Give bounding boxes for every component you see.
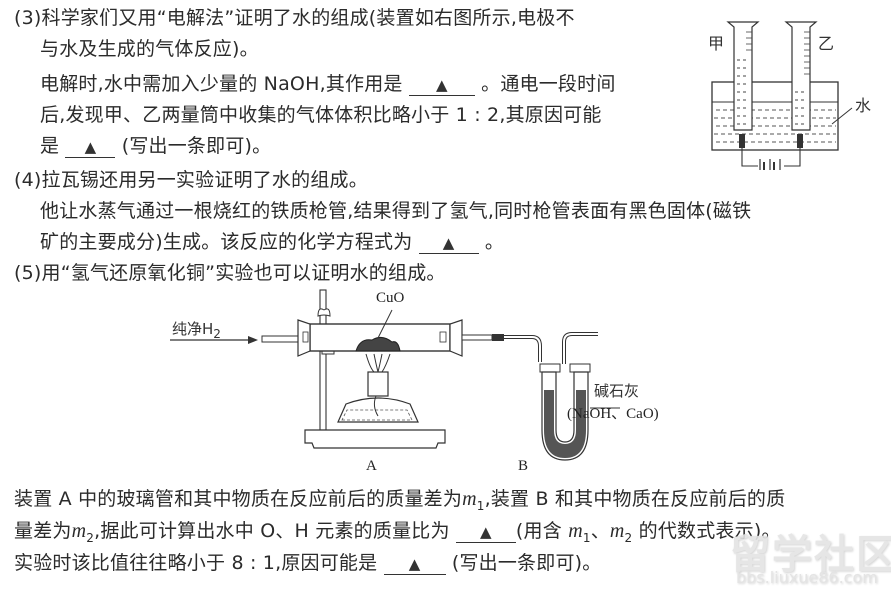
triangle-marker-icon: ▲ bbox=[408, 555, 421, 573]
q3-line-2: 与水及生成的气体反应)。 bbox=[40, 38, 259, 60]
var-m1-sub: 1 bbox=[476, 498, 485, 513]
triangle-marker-icon: ▲ bbox=[442, 234, 455, 252]
q5-para-2-text-c: (用含 bbox=[515, 520, 562, 542]
triangle-marker-icon: ▲ bbox=[84, 138, 97, 156]
q5-para-3-text-b: (写出一条即可)。 bbox=[451, 552, 602, 574]
q5-para-2-text-b: ,据此可计算出水中 O、H 元素的质量比为 bbox=[94, 520, 450, 542]
reduction-apparatus-diagram bbox=[170, 289, 620, 461]
q5-para-3: 实验时该比值往往略小于 8 : 1,原因可能是 ▲ (写出一条即可)。 bbox=[14, 551, 601, 575]
q3-line-4: 后,发现甲、乙两量筒中收集的气体体积比略小于 1 : 2,其原因可能 bbox=[40, 104, 602, 126]
q4-line-3: 矿的主要成分)生成。该反应的化学方程式为 ▲ 。 bbox=[40, 230, 504, 254]
label-apparatus-b: B bbox=[518, 458, 529, 474]
label-soda-lime-formula: (NaOH、CaO) bbox=[567, 406, 659, 422]
label-pure-h2: 纯净H2 bbox=[172, 320, 221, 341]
var-m2: m bbox=[71, 520, 87, 542]
watermark-url: bbs.liuxue86.com bbox=[736, 568, 878, 587]
q3-line-1: (3)科学家们又用“电解法”证明了水的组成(装置如右图所示,电极不 bbox=[14, 7, 575, 29]
electrolysis-apparatus-diagram bbox=[711, 21, 853, 170]
q5-para-2-text-a: 量差为 bbox=[14, 520, 72, 542]
var-m2-sub: 2 bbox=[624, 530, 633, 545]
q5-para-1-text-a: 装置 A 中的玻璃管和其中物质在反应前后的质量差为 bbox=[14, 488, 463, 510]
q4-line-3-text-a: 矿的主要成分)生成。该反应的化学方程式为 bbox=[40, 231, 413, 253]
q4-line-2: 他让水蒸气通过一根烧红的铁质枪管,结果得到了氢气,同时枪管表面有黑色固体(磁铁 bbox=[40, 200, 752, 222]
q3-line-3-text-a: 电解时,水中需加入少量的 NaOH,其作用是 bbox=[40, 73, 403, 95]
var-m1: m bbox=[568, 520, 583, 542]
q3-line-5-text-a: 是 bbox=[40, 135, 60, 157]
q3-line-5: 是 ▲ (写出一条即可)。 bbox=[40, 134, 271, 158]
q5-para-3-text-a: 实验时该比值往往略小于 8 : 1,原因可能是 bbox=[14, 552, 378, 574]
label-cuo: CuO bbox=[376, 290, 405, 306]
q5-line-1: (5)用“氢气还原氧化铜”实验也可以证明水的组成。 bbox=[14, 262, 446, 284]
q5-para-2: 量差为m2,据此可计算出水中 O、H 元素的质量比为 ▲(用含 m1、m2 的代… bbox=[14, 519, 781, 550]
answer-blank-q5-2[interactable]: ▲ bbox=[383, 553, 446, 575]
label-water: 水 bbox=[855, 96, 872, 115]
watermark-logo: 留学社区 bbox=[730, 532, 891, 578]
var-m1-sub: 1 bbox=[582, 530, 591, 545]
separator: 、 bbox=[590, 520, 610, 542]
answer-blank-q3-2[interactable]: ▲ bbox=[65, 136, 116, 158]
label-jia: 甲 bbox=[708, 34, 725, 53]
q4-line-3-text-b: 。 bbox=[484, 231, 505, 253]
q5-para-1: 装置 A 中的玻璃管和其中物质在反应前后的质量差为m1,装置 B 和其中物质在反… bbox=[14, 487, 785, 518]
q4-line-1: (4)拉瓦锡还用另一实验证明了水的组成。 bbox=[14, 169, 368, 191]
q3-line-3-text-b: 。通电一段时间 bbox=[481, 73, 616, 95]
answer-blank-q5-1[interactable]: ▲ bbox=[455, 521, 516, 543]
q5-para-1-text-b: ,装置 B 和其中物质在反应前后的质 bbox=[484, 488, 786, 510]
var-m1: m bbox=[462, 488, 477, 510]
answer-blank-q3-1[interactable]: ▲ bbox=[408, 74, 475, 96]
label-soda-lime: 碱石灰 bbox=[594, 382, 640, 400]
triangle-marker-icon: ▲ bbox=[436, 76, 448, 94]
var-m2-sub: 2 bbox=[86, 530, 95, 545]
var-m2: m bbox=[609, 520, 625, 542]
q5-para-2-text-d: 的代数式表示)。 bbox=[632, 520, 781, 542]
q3-line-3: 电解时,水中需加入少量的 NaOH,其作用是 ▲ 。通电一段时间 bbox=[40, 72, 616, 96]
triangle-marker-icon: ▲ bbox=[480, 523, 492, 541]
answer-blank-q4[interactable]: ▲ bbox=[418, 232, 479, 254]
label-yi: 乙 bbox=[818, 34, 835, 53]
q3-line-5-text-b: (写出一条即可)。 bbox=[121, 135, 272, 157]
label-apparatus-a: A bbox=[366, 458, 377, 474]
